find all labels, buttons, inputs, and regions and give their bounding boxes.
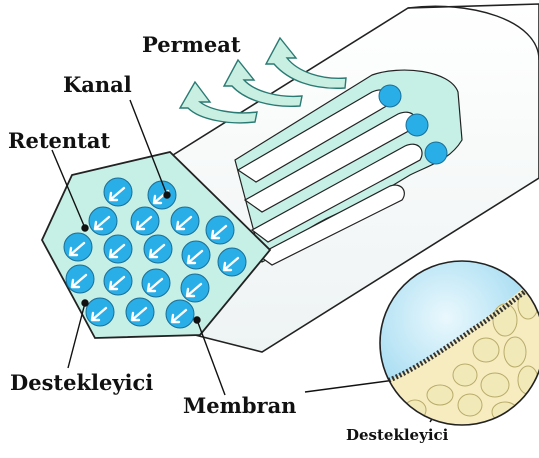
label-kanal: Kanal	[63, 74, 132, 95]
label-retentat: Retentat	[8, 130, 110, 151]
label-permeat: Permeat	[142, 34, 241, 55]
label-destekleyici-inset: Destekleyici	[346, 428, 448, 443]
label-destekleyici-left: Destekleyici	[10, 372, 153, 393]
magnified-inset	[378, 258, 539, 430]
label-membran: Membran	[183, 395, 296, 416]
